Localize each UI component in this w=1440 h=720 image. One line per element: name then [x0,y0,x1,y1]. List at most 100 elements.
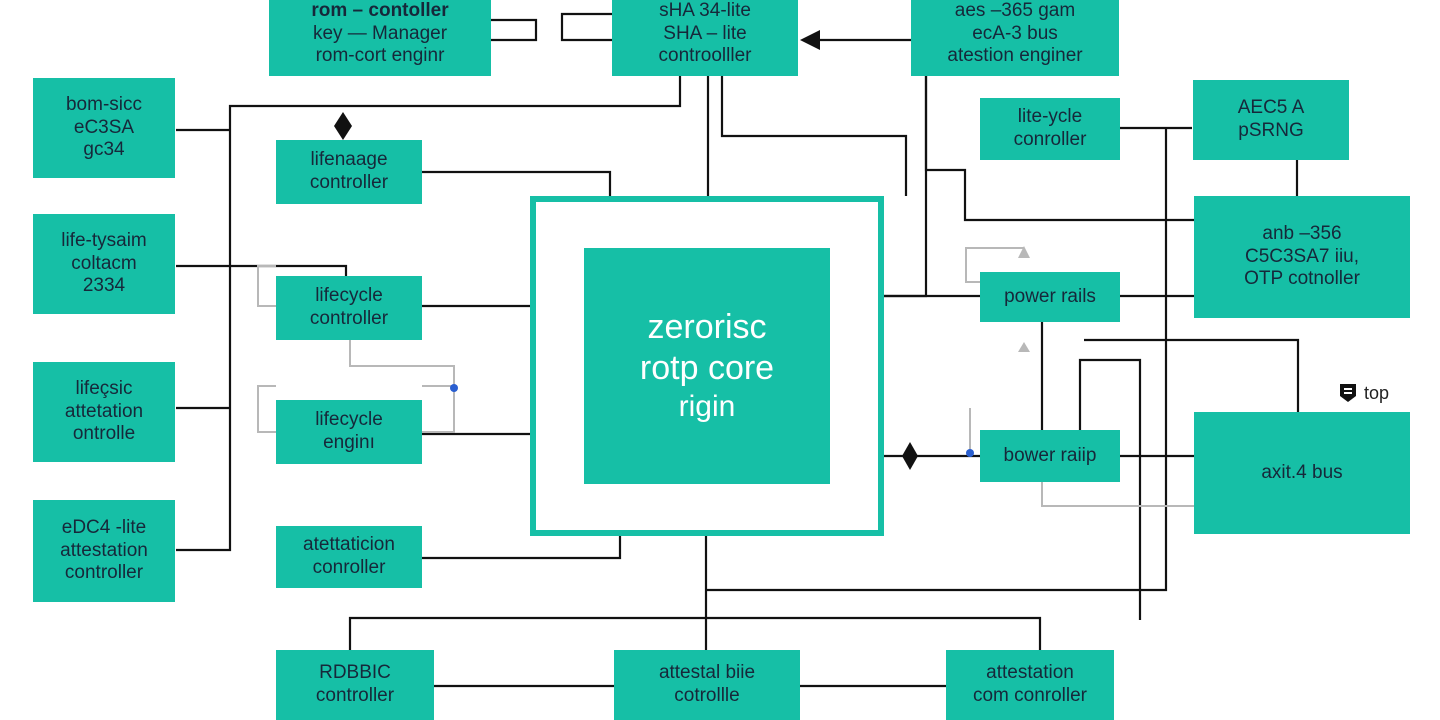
block-axit-bus: axit.4 bus [1194,412,1410,534]
wire [349,340,455,388]
block-line: controller [315,685,395,706]
block-lifecycle-controller: lifecycle controller [276,276,422,340]
block-line: rom – contoller [311,0,449,21]
wire [422,170,612,196]
block-life-attestation: lifeçsic attetation ontrolle [33,362,175,462]
block-line: eC3SA [73,116,135,138]
block-line: conroller [1013,129,1087,150]
block-line: gc34 [83,139,125,161]
block-line: attestation [60,539,148,561]
block-line: controolller [658,45,752,67]
block-line: ontrolle [72,423,136,445]
junction-dots [450,384,974,457]
block-life-tysaim: life-tysaim coltacm 2334 [33,214,175,314]
block-line: bom-sicc [65,93,142,115]
block-power-rails: power rails [980,272,1120,322]
wire [1041,482,1194,507]
block-aec5-psrng: AEC5 A pSRNG [1193,80,1349,160]
wire [176,76,682,552]
block-line: axit.4 bus [1261,461,1343,483]
grey-arrows [1018,246,1030,352]
wire [422,385,455,433]
block-line: pSRNG [1238,120,1304,141]
block-rdbbic-controller: RDBBIC controller [276,650,434,720]
wire [257,385,276,433]
block-line: rom-cort enginr [315,45,445,67]
black-wires [176,12,1300,688]
block-line: com conroller [972,685,1088,706]
block-line: eDC4 -lite [61,516,147,538]
block-line: enginı [323,432,375,453]
block-line: power rails [1004,285,1096,307]
block-rom-controller: rom – contoller key — Manager rom-cort e… [269,0,491,76]
block-line: SHA – lite [663,22,747,44]
core-block: zerorisc rotp core rigin [584,248,830,484]
block-line: controller [309,172,389,193]
wire [560,12,612,42]
block-line: cotrollle [674,685,740,706]
core-line: zerorisc [647,308,767,347]
block-line: attestation [986,662,1074,684]
core-line: rigin [678,389,736,423]
block-line: lifeçsic [75,377,133,399]
diamond [334,112,352,140]
block-line: sHA 34-lite [659,0,751,21]
wire [720,76,908,196]
block-sha-controller: sHA 34-lite SHA – lite controolller [612,0,798,76]
core-line: rotp core [639,349,775,387]
block-line: conroller [312,557,386,578]
block-line: lifenaage [310,149,388,171]
block-line: lifecycle [315,285,383,307]
block-line: C5C3SA7 iiu, [1244,245,1360,267]
wire [422,536,622,560]
diamond [902,442,918,470]
chip-icon [1340,384,1356,402]
wire [706,128,1168,592]
arrow-left [800,30,820,50]
block-edc4-attestation: eDC4 -lite attestation controller [33,500,175,602]
arrow-small [1018,342,1030,352]
block-line: bower raiip [1003,444,1097,466]
block-line: controller [309,308,389,329]
wire [965,247,1024,283]
block-line: atestion enginer [947,45,1083,67]
block-aes-engine: aes –365 gam ecA-3 bus atestion enginer [911,0,1119,76]
block-line: anb –356 [1262,222,1342,244]
dot [450,384,458,392]
block-anb-otp-controller: anb –356 C5C3SA7 iiu, OTP cotnoller [1194,196,1410,318]
block-lifecycle-engin: lifecycle enginı [276,400,422,464]
block-line: lite-ycle [1017,106,1083,128]
block-line: atettaticion [303,534,395,556]
wire [348,616,1042,650]
block-line: aes –365 gam [954,0,1076,21]
block-line: ecA-3 bus [972,22,1058,44]
block-lifenaage-controller: lifenaage controller [276,140,422,204]
block-line: key — Manager [312,22,448,44]
block-atettaticion-controller: atettaticion conroller [276,526,422,588]
top-label-text: top [1364,382,1390,403]
block-lite-cycle-controller: lite-ycle conroller [980,98,1120,160]
block-attestation-com: attestation com conroller [946,650,1114,720]
wire [1084,338,1300,412]
block-line: life-tysaim [61,229,147,251]
block-line: controller [64,562,144,584]
block-line: coltacm [71,252,137,274]
block-bom-sicc: bom-sicc eC3SA gc34 [33,78,175,178]
block-line: AEC5 A [1237,97,1305,119]
wire [257,265,276,307]
grey-wires [257,247,1194,507]
arrow-up-grey [1018,246,1030,258]
block-line: 2334 [82,275,126,297]
block-attestal-bie: attestal biie cotrollle [614,650,800,720]
block-line: attetation [64,400,144,422]
block-line: attestal biie [658,662,756,684]
wire [1078,358,1142,620]
block-line: OTP cotnoller [1244,268,1360,290]
block-line: lifecycle [315,409,383,431]
wire [480,18,538,42]
block-line: RDBBIC [319,662,391,684]
block-bower-raiip: bower raiip [980,430,1120,482]
dot [966,449,974,457]
top-label: top [1338,382,1389,404]
